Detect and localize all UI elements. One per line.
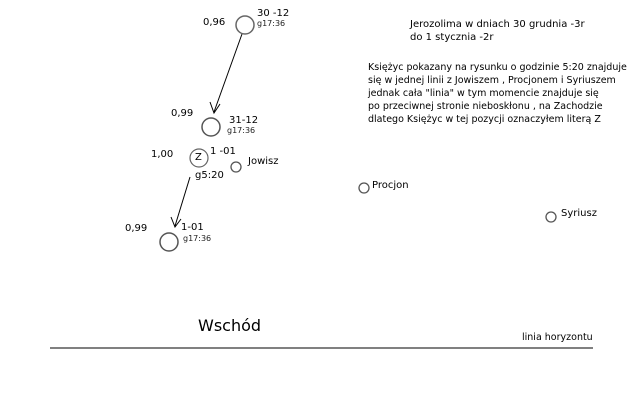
moon-31-12-date: 31-12	[229, 115, 259, 126]
header-title-line1: Jerozolima w dniach 30 grudnia -3r	[410, 19, 585, 30]
moon-path-arrow-1	[213, 33, 243, 113]
procyon-label: Procjon	[372, 180, 409, 191]
description-line-1: Księżyc pokazany na rysunku o godzinie 5…	[368, 62, 627, 73]
moon-1-01-phase: 0,99	[125, 223, 148, 234]
moon-z-date: 1 -01	[210, 146, 236, 157]
moon-1-01-date: 1-01	[181, 222, 204, 233]
moon-1-01-circle	[159, 232, 179, 252]
jupiter-label: Jowisz	[248, 156, 279, 167]
header-title-line2: do 1 stycznia -2r	[410, 32, 494, 43]
sirius-circle	[545, 211, 557, 223]
moon-z-circle	[189, 148, 209, 168]
moon-30-12-date: 30 -12	[257, 8, 290, 19]
moon-31-12-time: g17:36	[227, 126, 256, 135]
moon-30-12-circle	[235, 15, 255, 35]
moon-path-arrowhead-1	[209, 101, 221, 115]
procyon-circle	[358, 182, 370, 194]
moon-1-01-time: g17:36	[183, 234, 212, 243]
description-line-3: jednak cała "linia" w tym momencie znajd…	[368, 88, 599, 99]
moon-z-phase: 1,00	[151, 149, 174, 160]
moon-path-arrowhead-2	[170, 216, 182, 229]
moon-z-marker: Z	[195, 152, 202, 163]
jupiter-circle	[230, 161, 242, 173]
sirius-label: Syriusz	[561, 208, 597, 219]
direction-label-east: Wschód	[198, 316, 262, 335]
horizon-label: linia horyzontu	[522, 332, 593, 343]
moon-path-arrow-2	[174, 176, 191, 227]
description-line-4: po przeciwnej stronie nieboskłonu , na Z…	[368, 101, 603, 112]
moon-30-12-phase: 0,96	[203, 17, 226, 28]
moon-31-12-circle	[201, 117, 221, 137]
moon-30-12-time: g17:36	[257, 19, 286, 28]
description-line-2: się w jednej linii z Jowiszem , Procjone…	[368, 75, 616, 86]
description-line-5: dlatego Księżyc w tej pozycji oznaczyłem…	[368, 114, 601, 125]
moon-z-time: g5:20	[195, 170, 224, 181]
moon-31-12-phase: 0,99	[171, 108, 194, 119]
